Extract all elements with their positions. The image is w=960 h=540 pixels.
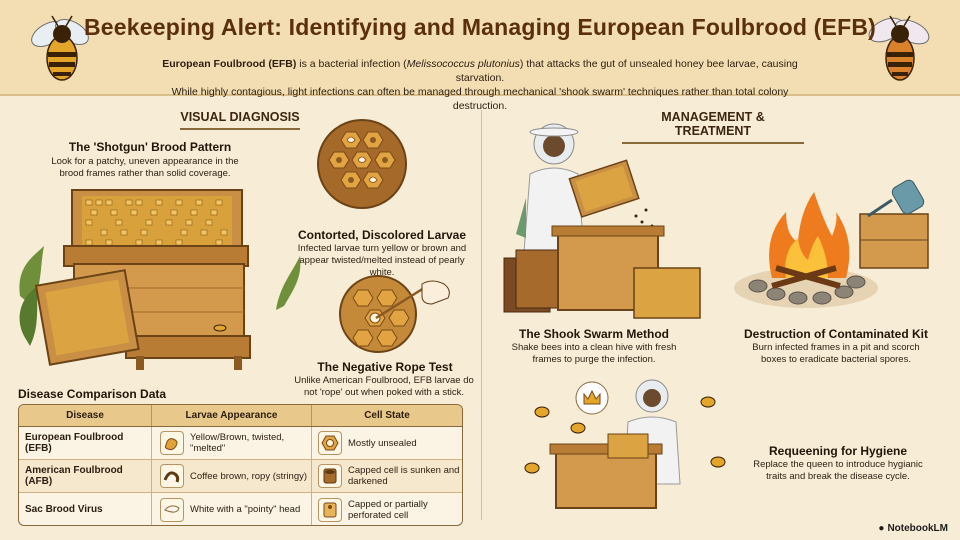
intro-bold-term: European Foulbrood (EFB) [162, 58, 297, 70]
hive-illustration [19, 189, 301, 370]
row-disease: European Foulbrood (EFB) [19, 427, 152, 459]
row-disease: Sac Brood Virus [19, 493, 152, 525]
ropy-larva-icon [160, 464, 184, 488]
management-heading: MANAGEMENT & TREATMENT [622, 110, 804, 144]
header-banner [0, 0, 960, 96]
sunken-cell-icon [318, 464, 342, 488]
intro-text: European Foulbrood (EFB) is a bacterial … [150, 57, 810, 113]
table-header-larvae: Larvae Appearance [152, 405, 312, 426]
destruction-text: Burn infected frames in a pit and scorch… [752, 342, 920, 365]
perforated-cell-icon [318, 497, 342, 522]
bee-icon-right [868, 15, 930, 81]
row-cell-state: Capped cell is sunken and darkened [348, 465, 460, 487]
brand-label: ● NotebookLM [878, 523, 948, 534]
visual-diagnosis-heading: VISUAL DIAGNOSIS [180, 110, 300, 130]
honeycomb-larvae-icon [317, 119, 407, 209]
contorted-text: Infected larvae turn yellow or brown and… [297, 243, 467, 278]
notebook-logo-icon: ● [878, 523, 885, 534]
row-cell-state: Capped or partially perforated cell [348, 498, 428, 521]
intro-line-2: While highly contagious, light infection… [171, 86, 789, 112]
row-disease: American Foulbrood (AFB) [19, 460, 152, 492]
table-title: Disease Comparison Data [18, 387, 167, 401]
row-larvae: Coffee brown, ropy (stringy) [190, 470, 308, 482]
column-divider [481, 110, 482, 520]
requeening-illustration [524, 379, 726, 509]
row-larvae: White with a "pointy" head [190, 504, 301, 515]
table-row: American Foulbrood (AFB) Coffee brown, r… [19, 460, 462, 493]
twisted-larva-icon [160, 431, 184, 455]
shook-swarm-illustration [503, 123, 701, 319]
destruction-title: Destruction of Contaminated Kit [743, 327, 928, 341]
bee-icon-left [31, 15, 89, 81]
table-row: European Foulbrood (EFB) Yellow/Brown, t… [19, 427, 462, 460]
shook-swarm-text: Shake bees into a clean hive with fresh … [511, 342, 677, 365]
table-row: Sac Brood Virus White with a "pointy" he… [19, 493, 462, 525]
table-header-disease: Disease [19, 405, 152, 426]
requeen-title: Requeening for Hygiene [768, 444, 908, 458]
requeen-text: Replace the queen to introduce hygianic … [753, 459, 923, 482]
row-cell-state: Mostly unsealed [348, 437, 417, 449]
rope-test-text: Unlike American Foulbrood, EFB larvae do… [294, 375, 474, 398]
row-larvae: Yellow/Brown, twisted, "melted" [190, 432, 285, 454]
page-title: Beekeeping Alert: Identifying and Managi… [83, 14, 876, 40]
shotgun-title: The 'Shotgun' Brood Pattern [68, 140, 232, 154]
contorted-title: Contorted, Discolored Larvae [297, 228, 467, 242]
shotgun-text: Look for a patchy, uneven appearance in … [51, 156, 239, 179]
fire-pit-illustration [734, 179, 929, 308]
intro-text-2: ) that attacks the gut of unsealed honey… [455, 58, 798, 84]
shook-swarm-title: The Shook Swarm Method [518, 327, 669, 341]
unsealed-cell-icon [318, 431, 342, 455]
pointy-larva-icon [160, 497, 184, 522]
table-header-cell: Cell State [364, 410, 410, 421]
intro-text-1: is a bacterial infection ( [296, 58, 407, 70]
disease-comparison-table: Disease Larvae Appearance Cell State Eur… [18, 404, 463, 526]
table-header-row: Disease Larvae Appearance Cell State [19, 405, 462, 427]
intro-italic-term: Melissococcus plutonius [406, 58, 520, 70]
rope-test-icon [339, 275, 450, 353]
rope-test-title: The Negative Rope Test [317, 360, 453, 374]
brand-text: NotebookLM [887, 523, 948, 534]
